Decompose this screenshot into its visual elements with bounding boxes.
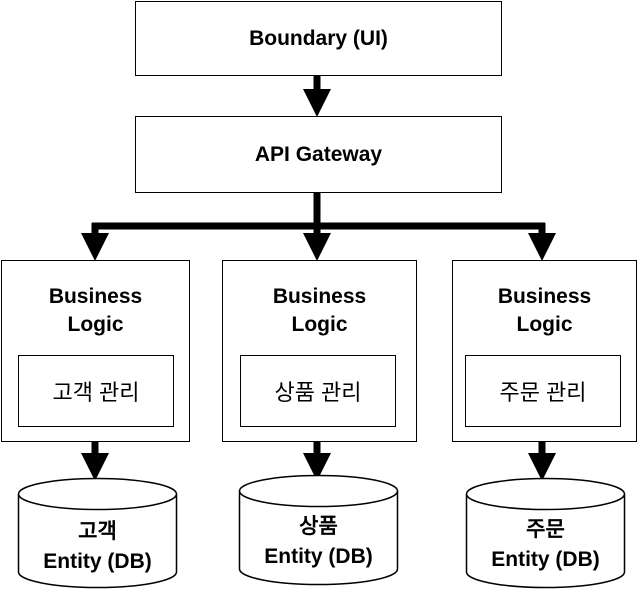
business-logic-title-line1: Business — [48, 285, 143, 308]
api-gateway-box: API Gateway — [135, 116, 502, 193]
customer-entity-db: 고객 Entity (DB) — [17, 477, 178, 589]
boundary-box: Boundary (UI) — [135, 1, 502, 76]
db-label-line1: 고객 — [78, 520, 117, 543]
business-logic-title-line2: Logic — [516, 313, 573, 336]
business-logic-title-line1: Business — [497, 285, 592, 308]
business-logic-title: Business Logic — [453, 283, 636, 339]
database-cylinder-icon — [17, 477, 178, 589]
order-entity-db: 주문 Entity (DB) — [465, 477, 626, 589]
db-label-line2: Entity (DB) — [264, 545, 373, 568]
business-logic-title-line2: Logic — [67, 313, 124, 336]
boundary-label: Boundary (UI) — [249, 26, 388, 50]
db-label-line1: 상품 — [299, 515, 338, 538]
db-label-line1: 주문 — [526, 518, 565, 541]
order-management-label: 주문 관리 — [499, 380, 587, 405]
product-entity-db: 상품 Entity (DB) — [238, 474, 399, 586]
business-logic-box-order: Business Logic 주문 관리 — [452, 260, 637, 442]
product-management-label: 상품 관리 — [274, 380, 362, 405]
db-label-line2: Entity (DB) — [43, 550, 152, 573]
product-management-module: 상품 관리 — [240, 355, 396, 427]
customer-management-label: 고객 관리 — [52, 380, 140, 405]
order-management-module: 주문 관리 — [465, 355, 621, 427]
db-label: 고객 Entity (DB) — [17, 517, 178, 577]
db-label-line2: Entity (DB) — [491, 548, 600, 571]
database-cylinder-icon — [465, 477, 626, 589]
business-logic-title-line1: Business — [272, 285, 367, 308]
db-label: 상품 Entity (DB) — [238, 512, 399, 572]
business-logic-box-product: Business Logic 상품 관리 — [222, 260, 417, 442]
db-label: 주문 Entity (DB) — [465, 515, 626, 575]
business-logic-title: Business Logic — [2, 283, 189, 339]
business-logic-title-line2: Logic — [291, 313, 348, 336]
customer-management-module: 고객 관리 — [18, 355, 174, 427]
business-logic-box-customer: Business Logic 고객 관리 — [1, 260, 190, 442]
business-logic-title: Business Logic — [223, 283, 416, 339]
database-cylinder-icon — [238, 474, 399, 586]
api-gateway-label: API Gateway — [254, 142, 383, 166]
